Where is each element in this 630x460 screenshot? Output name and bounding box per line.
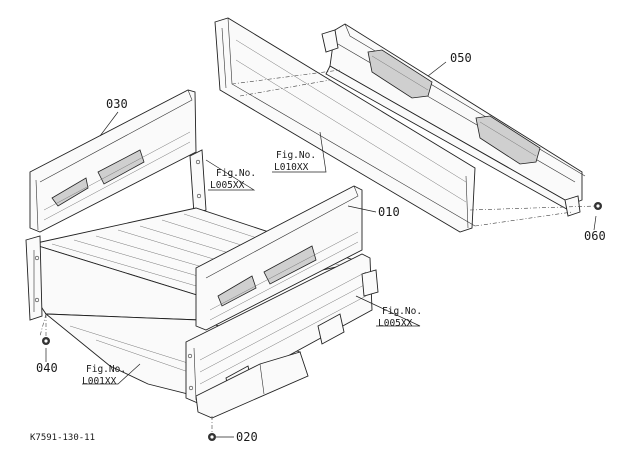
part-label-040: 040 [36, 361, 58, 375]
rear-panel-050 [321, 23, 586, 217]
bolt-060 [594, 202, 602, 210]
fig-ref-l005-right-prefix: Fig.No. [382, 306, 422, 317]
fig-ref-l010-code: L010XX [274, 162, 309, 173]
part-label-020: 020 [236, 430, 258, 444]
diagram-code: K7591-130-11 [30, 433, 95, 443]
leader-lines [45, 61, 597, 438]
front-wall-assembly [214, 17, 597, 233]
fig-ref-l001-prefix: Fig.No. [86, 364, 126, 375]
bolt-040 [42, 314, 50, 345]
bolt-020 [208, 416, 216, 441]
right-side-panel-010 [195, 185, 363, 331]
part-label-060: 060 [584, 229, 606, 243]
fig-ref-l005-right-code: L005XX [378, 318, 413, 329]
part-label-050: 050 [450, 51, 472, 65]
part-label-010: 010 [378, 205, 400, 219]
fig-ref-l010-prefix: Fig.No. [276, 150, 316, 161]
right-bed-wall [185, 253, 379, 419]
fig-ref-l001-code: L001XX [82, 376, 117, 387]
part-label-030: 030 [106, 97, 128, 111]
left-side-panel-030 [29, 89, 207, 233]
fig-ref-l005-left-code: L005XX [210, 180, 245, 191]
fig-ref-l005-left-prefix: Fig.No. [216, 168, 256, 179]
